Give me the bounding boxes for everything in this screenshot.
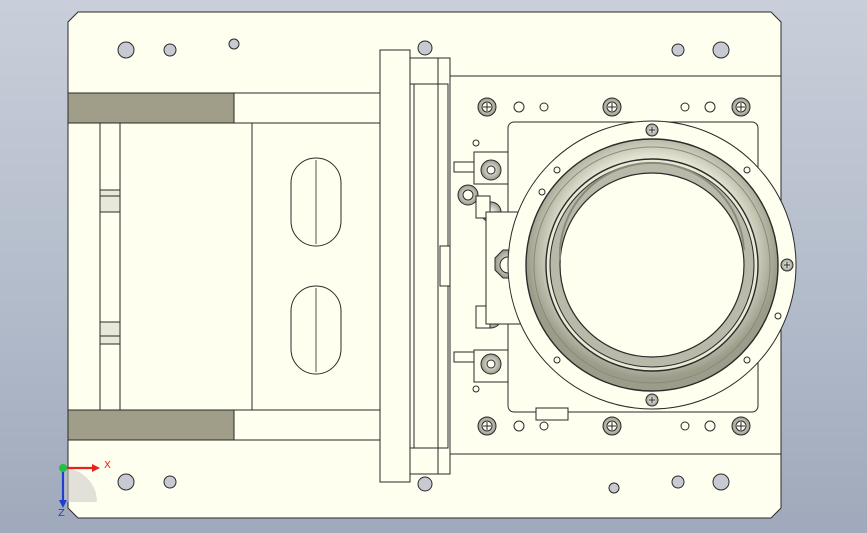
z-axis-arrowhead	[59, 500, 67, 508]
left-rail-top	[67, 92, 385, 124]
plate-holes	[117, 38, 730, 494]
x-axis-label: X	[104, 460, 111, 471]
triad-origin	[59, 464, 67, 472]
plate-screws	[477, 97, 751, 436]
sensor-bracket	[535, 407, 569, 421]
rotary-chuck	[507, 120, 797, 410]
left-rail-bottom	[67, 409, 385, 441]
vertical-plate	[379, 49, 455, 483]
axis-triad: X Z	[58, 460, 111, 519]
oblong-slots	[290, 157, 342, 375]
z-axis-label: Z	[58, 508, 65, 519]
chuck-bolts	[538, 123, 794, 407]
slide-carriage	[67, 122, 385, 411]
x-axis-arrowhead	[92, 464, 100, 472]
small-holes	[472, 101, 716, 432]
